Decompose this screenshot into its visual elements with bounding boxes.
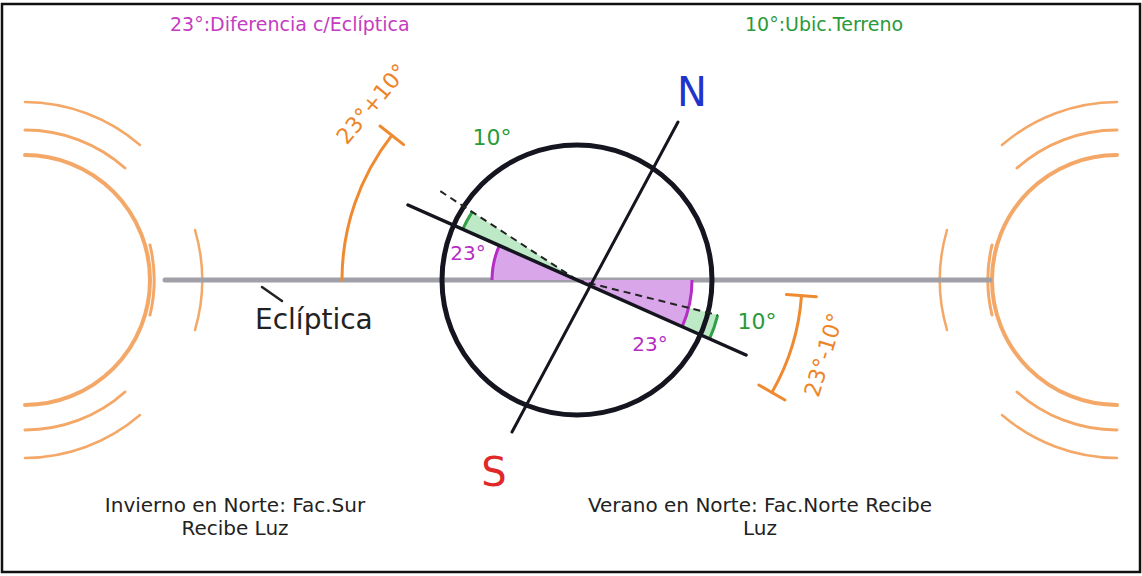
pole-label: S <box>481 452 506 492</box>
dimension-tick <box>380 126 404 145</box>
leader-line <box>262 287 282 301</box>
angle-arc-purple <box>492 245 499 280</box>
angle-arc-green <box>463 212 472 229</box>
dimension-tick <box>787 295 817 297</box>
season-note: Verano en Norte: Fac.Norte Recibe Luz <box>585 494 935 540</box>
angle-arc-purple <box>682 280 692 327</box>
angle-label: 23° <box>450 242 485 265</box>
dimension-label: 23°+10° <box>331 59 412 149</box>
dimension-label: 23°-10° <box>799 310 848 400</box>
dimension-tick <box>759 385 785 400</box>
angle-label: 23° <box>632 333 667 356</box>
frame <box>2 4 1140 572</box>
legend-note: 10°:Ubic.Terreno <box>745 14 903 36</box>
dimension-arc <box>342 135 392 280</box>
ecliptic-label: Eclíptica <box>255 304 373 336</box>
pole-label: N <box>677 72 707 112</box>
legend-note: 23°:Diferencia c/Eclíptica <box>170 14 410 36</box>
dashed-line <box>439 190 577 280</box>
angle-label: 10° <box>473 125 512 150</box>
angle-label: 10° <box>738 309 777 334</box>
angle-arc-green <box>710 315 718 339</box>
axis-line <box>512 122 678 432</box>
season-note: Invierno en Norte: Fac.Sur Recibe Luz <box>70 494 400 540</box>
equator-line <box>408 205 746 355</box>
